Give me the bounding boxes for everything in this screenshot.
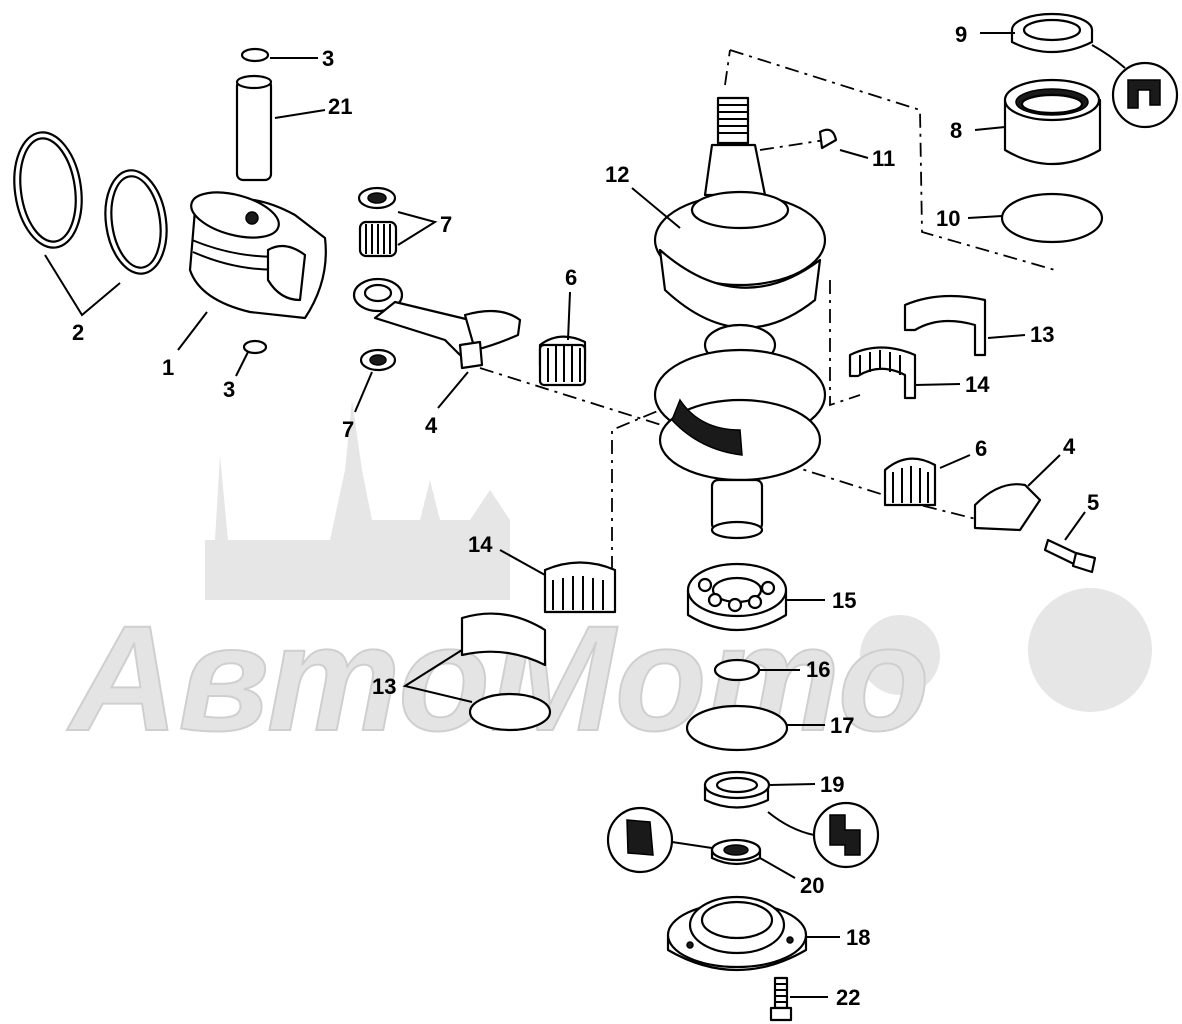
callout-12: 12 [605,162,629,187]
callout-leader-lines [44,32,1086,998]
callout-7-top: 7 [440,212,452,237]
o-ring-lower [685,704,789,752]
crankpin-bearing-lower [883,457,937,507]
connecting-rod-cap [973,483,1042,532]
retaining-ring-lower [468,692,552,732]
callout-6-lower: 6 [975,436,987,461]
callout-13-upper: 13 [1030,322,1054,347]
callout-3-bottom: 3 [223,377,235,402]
callout-11: 11 [872,146,895,171]
callout-19: 19 [820,772,844,797]
crankpin-bearing-upper [538,335,587,387]
lower-ball-bearing [686,562,788,631]
adhesive-symbol-icon [812,801,880,869]
callout-13-lower: 13 [372,674,396,699]
small-end-bearing-set [357,186,398,372]
callout-3-top: 3 [322,46,334,71]
callout-5: 5 [1087,490,1099,515]
retaining-clip-top [240,47,270,63]
callout-6-upper: 6 [565,265,577,290]
crankshaft [653,96,827,540]
callout-14-right: 14 [965,372,990,397]
snap-ring [713,658,761,682]
piston [188,191,327,320]
housing-screw [769,976,793,1022]
callout-22: 22 [836,985,860,1010]
callout-7-bottom: 7 [342,417,354,442]
lubricant-symbol-icon [1111,61,1179,129]
center-main-bearing-right [848,346,917,400]
callout-17: 17 [830,713,854,738]
symbol-leader [1091,44,1126,69]
center-main-bearing-left [543,561,617,614]
callout-2: 2 [72,320,84,345]
sealant-symbol-icon [606,806,674,874]
o-ring-upper [1000,192,1104,244]
callout-21: 21 [328,94,352,119]
callout-14-left: 14 [468,532,493,557]
callout-4-rod: 4 [425,413,438,438]
upper-main-bearing [1003,78,1102,165]
lower-oil-seal [703,770,771,809]
bearing-retainer-half-lower [460,612,547,667]
symbol-leader-right [767,811,815,836]
rod-cap-screw [1043,538,1097,574]
callout-18: 18 [846,925,870,950]
upper-oil-seal [1010,12,1094,54]
callout-16: 16 [806,657,830,682]
callout-9: 9 [955,22,967,47]
callout-15: 15 [832,588,856,613]
woodruff-key [818,128,838,150]
piston-rings [13,131,168,275]
callout-1: 1 [162,355,174,380]
lower-bearing-housing [666,895,808,971]
connecting-rod [352,277,522,370]
retaining-clip-bottom [242,339,268,355]
callout-20: 20 [800,873,824,898]
bearing-retainer-half-upper [903,294,987,357]
symbol-leader-left [671,841,713,849]
callout-8: 8 [950,118,962,143]
callout-labels: 3 21 2 1 3 7 7 4 6 12 11 9 8 10 13 14 6 … [72,22,1099,1010]
small-seal [710,838,762,866]
callout-10: 10 [936,206,960,231]
wrist-pin [235,74,273,182]
callout-4-cap: 4 [1063,434,1076,459]
